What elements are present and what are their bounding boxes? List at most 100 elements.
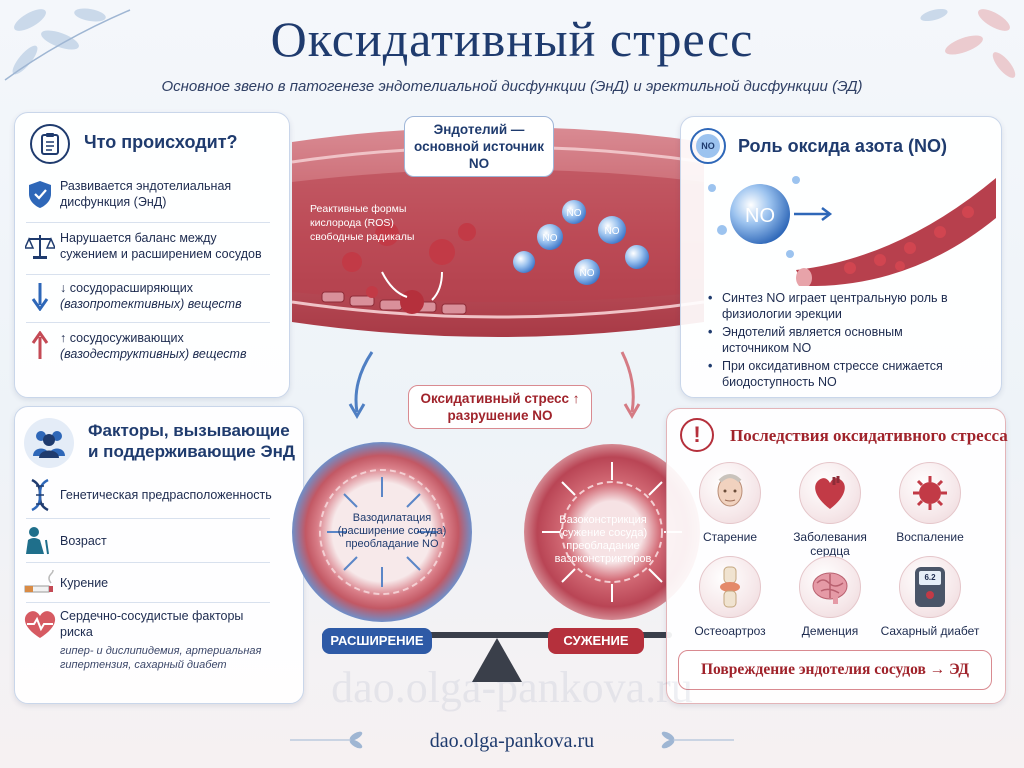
- no-role-bullet: Синтез NO играет центральную роль в физи…: [708, 290, 968, 322]
- aging-face-icon: [699, 462, 761, 524]
- dna-icon: [20, 478, 60, 512]
- page-subtitle: Основное звено в патогенезе эндотелиальн…: [161, 78, 863, 95]
- decorative-leaves-left: [4, 8, 131, 81]
- what-happens-item: Нарушается баланс между сужением и расши…: [20, 230, 272, 262]
- footer-site[interactable]: dao.olga-pankova.ru: [429, 730, 595, 752]
- no-bubble-label: NO: [745, 205, 775, 227]
- no-molecule-label: NO: [605, 226, 620, 237]
- no-vessel-illustration: NO: [708, 176, 996, 286]
- what-happens-text: ↑ сосудосуживающих (вазодеструктивных) в…: [60, 330, 246, 362]
- consequence-label: Воспаление: [896, 530, 964, 544]
- shield-icon: [20, 179, 60, 209]
- oxidative-stress-callout: Оксидативный стресс ↑ разрушение NO: [408, 385, 592, 429]
- divider: [26, 518, 270, 519]
- no-molecules: [513, 200, 649, 285]
- factors-title: Факторы, вызывающие и поддерживающие ЭнД: [88, 421, 295, 461]
- ros-line-1: Реактивные формы: [310, 203, 406, 215]
- factor-item: Курение: [20, 570, 272, 596]
- heart-icon: [799, 462, 861, 524]
- arrow-to-dilation: [354, 351, 374, 413]
- divider: [26, 222, 270, 223]
- what-happens-item: ↓ сосудорасширяющих (вазопротективных) в…: [20, 280, 272, 312]
- dilated-vessel-ring: [292, 442, 472, 622]
- footer-ornament-left: [290, 731, 363, 749]
- endothelium-callout: Эндотелий — основной источник NO: [404, 116, 554, 177]
- arrow-to-constriction: [620, 351, 635, 413]
- risk-factors-label: Сердечно-сосудистые факторы риска: [60, 609, 244, 639]
- consequence-label: Остеоартроз: [694, 624, 766, 638]
- no-icon-label: NO: [696, 134, 720, 158]
- divider: [26, 274, 270, 275]
- what-happens-item: Развивается эндотелиальная дисфункция (Э…: [20, 178, 272, 210]
- vasoconstriction-text: Вазоконстрикция (сужение сосуда) преобла…: [554, 514, 652, 565]
- brain-icon: [799, 556, 861, 618]
- no-bubble: [730, 184, 790, 244]
- watermark: dao.olga-pankova.ru: [331, 663, 693, 712]
- no-role-title: Роль оксида азота (NO): [738, 136, 947, 156]
- balance-fulcrum: [472, 638, 522, 682]
- ros-line-3: свободные радикалы: [310, 231, 414, 243]
- conclusion-box: Повреждение эндотелия сосудов → ЭД: [678, 650, 992, 690]
- knee-joint-icon: [699, 556, 761, 618]
- no-role-bullet: Эндотелий является основным источником N…: [708, 324, 968, 356]
- decorative-leaves-right: [920, 8, 1016, 78]
- consequence-label: Сахарный диабет: [880, 624, 980, 638]
- page-title: Оксидативный стресс: [270, 11, 754, 67]
- divider: [26, 322, 270, 323]
- vasodilation-text: Вазодилатация (расширение сосуда) преобл…: [337, 512, 447, 550]
- what-happens-text: ↓ сосудорасширяющих (вазопротективных) в…: [60, 280, 242, 312]
- what-happens-item: ↑ сосудосуживающих (вазодеструктивных) в…: [20, 330, 272, 362]
- no-molecule-label: NO: [567, 208, 582, 219]
- consequence-item: 6.2 Сахарный диабет: [880, 556, 980, 638]
- no-molecule-label: NO: [543, 233, 558, 244]
- arrow-up-icon: [20, 331, 60, 361]
- vasoconstrictor-label: ↑ сосудосуживающих: [60, 331, 184, 345]
- ros-label: Реактивные формы кислорода (ROS) свободн…: [310, 203, 414, 243]
- consequence-label: Заболевания сердца: [793, 530, 867, 558]
- factor-item: Сердечно-сосудистые факторы риска гипер-…: [20, 608, 272, 672]
- risk-factors-note: гипер- и дислипидемия, артериальная гипе…: [60, 645, 262, 671]
- inflammation-cell-icon: [899, 462, 961, 524]
- divider: [26, 602, 270, 603]
- vessel-illustration: NO NO NO NO Реактивные формы кислорода (…: [292, 127, 704, 682]
- elderly-person-icon: [20, 526, 60, 556]
- vasoconstrictor-note: (вазодеструктивных) веществ: [60, 347, 247, 361]
- factor-item: Генетическая предрасположенность: [20, 478, 272, 512]
- factor-item: Возраст: [20, 526, 272, 556]
- no-molecule-label: NO: [580, 268, 595, 279]
- glucometer-reading: 6.2: [919, 571, 941, 585]
- what-happens-title: Что происходит?: [84, 132, 238, 152]
- vasodilator-label: ↓ сосудорасширяющих: [60, 281, 194, 295]
- factor-text: Сердечно-сосудистые факторы риска гипер-…: [60, 608, 272, 672]
- ros-line-2: кислорода (ROS): [310, 217, 394, 229]
- no-molecule-icon: NO: [690, 128, 726, 164]
- consequence-label: Старение: [702, 530, 758, 544]
- consequence-item: Заболевания сердца: [780, 462, 880, 558]
- what-happens-text: Развивается эндотелиальная дисфункция (Э…: [60, 179, 232, 209]
- group-people-icon: [24, 418, 74, 468]
- consequence-item: Остеоартроз: [680, 556, 780, 638]
- heart-pulse-icon: [20, 608, 60, 640]
- consequences-title: Последствия оксидативного стресса: [730, 426, 1008, 445]
- no-role-bullet: При оксидативном стрессе снижается биодо…: [708, 358, 968, 390]
- vessel-section: [796, 178, 996, 286]
- vasodilator-note: (вазопротективных) веществ: [60, 297, 242, 311]
- consequence-item: Деменция: [780, 556, 880, 638]
- dilation-arrows: [327, 477, 437, 587]
- arrow-down-icon: [20, 281, 60, 311]
- what-happens-text: Нарушается баланс между сужением и расши…: [60, 231, 262, 261]
- cigarette-icon: [20, 570, 60, 596]
- constriction-badge: СУЖЕНИЕ: [548, 628, 644, 654]
- glucometer-icon: 6.2: [899, 556, 961, 618]
- scales-icon: [20, 232, 60, 260]
- consequence-item: Старение: [680, 462, 780, 544]
- footer-ornament-right: [661, 731, 734, 749]
- factor-text: Возраст: [60, 534, 107, 548]
- warning-icon: !: [680, 418, 714, 452]
- factor-text: Курение: [60, 576, 109, 590]
- factor-text: Генетическая предрасположенность: [60, 488, 272, 502]
- dilation-badge: РАСШИРЕНИЕ: [322, 628, 432, 654]
- consequence-label: Деменция: [801, 624, 859, 638]
- clipboard-icon: [30, 124, 70, 164]
- divider: [26, 562, 270, 563]
